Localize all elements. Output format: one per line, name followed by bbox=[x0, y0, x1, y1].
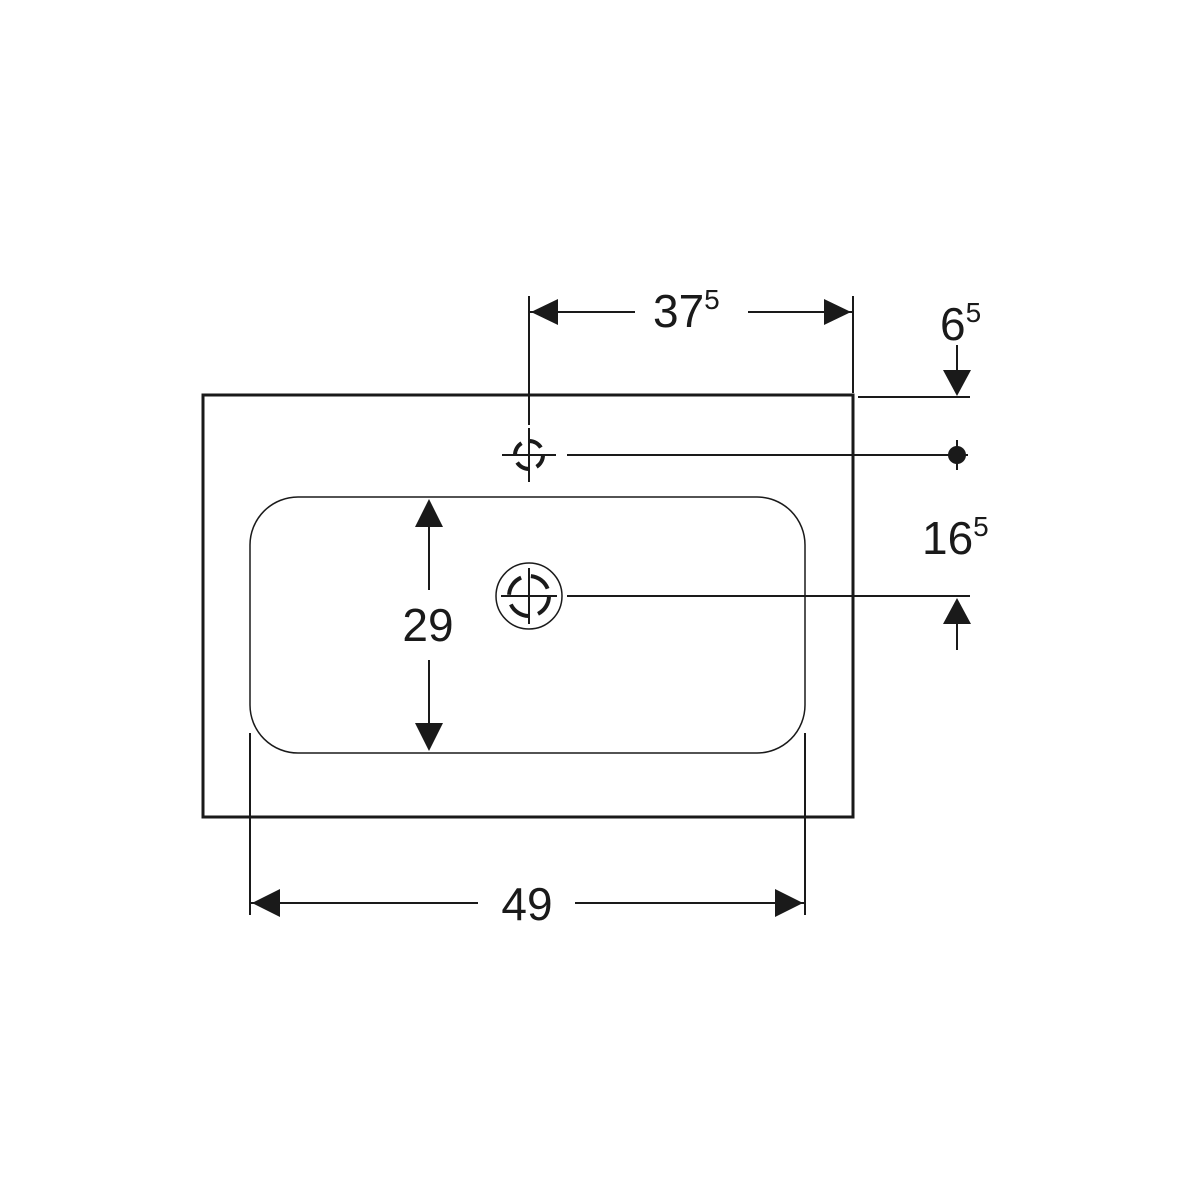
arrow-up-icon bbox=[415, 499, 443, 527]
arrowheads bbox=[252, 299, 971, 917]
basin-bowl bbox=[249, 496, 806, 754]
arrow-up-icon bbox=[943, 598, 971, 624]
tap-centre-dot-icon bbox=[948, 446, 966, 464]
arrow-left-icon bbox=[252, 889, 280, 917]
label-basin-width: 49 bbox=[501, 878, 552, 930]
label-basin-depth: 29 bbox=[402, 599, 453, 651]
dimension-lines-right bbox=[567, 345, 970, 650]
label-tap-to-drain: 165 bbox=[922, 511, 989, 564]
dimension-basin-width bbox=[249, 733, 806, 915]
drain-icon bbox=[495, 562, 563, 630]
label-edge-to-tap: 65 bbox=[940, 297, 981, 350]
arrow-down-icon bbox=[943, 370, 971, 396]
arrow-down-icon bbox=[415, 723, 443, 751]
label-tap-to-edge: 375 bbox=[653, 284, 720, 337]
arrow-right-icon bbox=[824, 299, 851, 325]
arrow-left-icon bbox=[531, 299, 558, 325]
tap-hole-icon bbox=[502, 428, 556, 482]
arrow-right-icon bbox=[775, 889, 803, 917]
